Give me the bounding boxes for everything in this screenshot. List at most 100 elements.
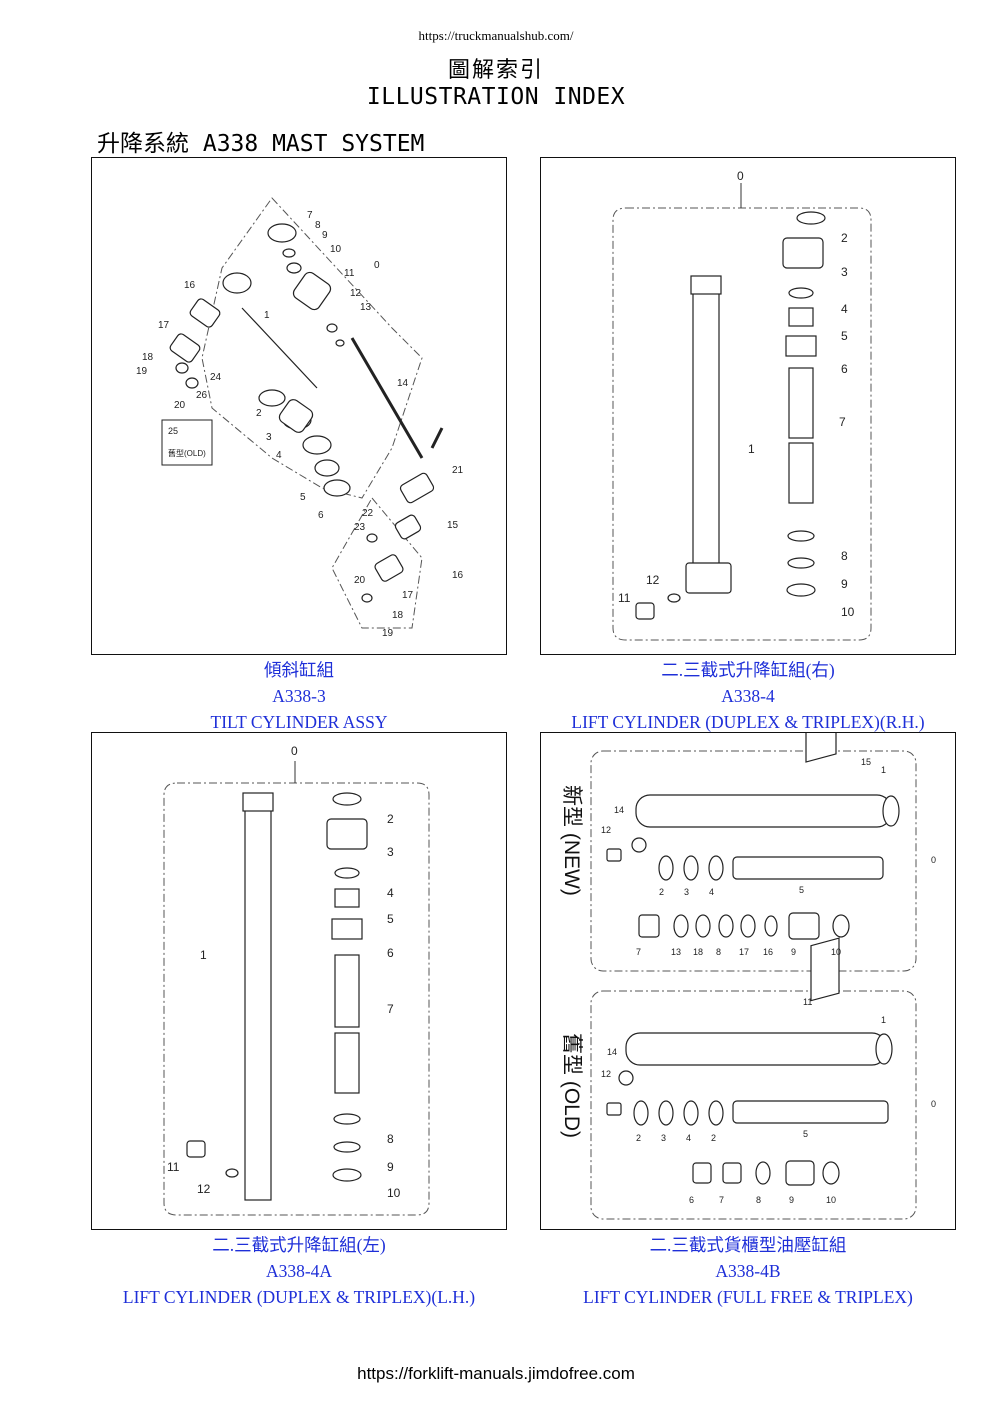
part-label: 7 [719,1195,724,1205]
caption-lift-cylinder-full-free: 二.三截式貨櫃型油壓缸組 A338-4B LIFT CYLINDER (FULL… [540,1232,956,1310]
part-label: 18 [693,947,703,957]
part-label: 11 [167,1160,180,1174]
full-free-part-labels: 1 15 14 12 2 3 4 5 0 7 13 18 8 17 16 9 1… [601,757,936,1205]
part-label: 7 [636,947,641,957]
part-label: 18 [142,352,154,363]
part-label: 14 [607,1047,617,1057]
part-label: 16 [763,947,773,957]
part-label: 6 [841,362,848,376]
caption-code: A338-4B [715,1261,781,1281]
part-label: 19 [136,366,148,377]
part-label: 4 [709,887,714,897]
part-label: 3 [387,845,394,859]
part-label: 10 [831,947,841,957]
old-type-box [161,419,213,466]
part-label: 13 [671,947,681,957]
page-title-chinese: 圖解索引 [447,58,544,83]
part-label: 10 [387,1186,401,1200]
rh-part-labels: 0 1 2 3 4 5 6 7 8 9 10 11 12 [618,169,855,619]
panel-lift-cylinder-rh[interactable]: 0 1 2 3 4 5 6 7 8 9 10 11 12 [540,157,956,655]
part-label: 12 [601,825,611,835]
part-label: 7 [839,415,846,429]
part-label: 20 [354,575,366,586]
source-url-top[interactable]: https://truckmanualshub.com/ [418,28,574,43]
old-type-label: 舊型 (OLD) [560,1033,583,1138]
caption-zh: 二.三截式升降缸組(右) [661,660,835,680]
part-label: 21 [452,465,464,476]
lift-cylinder-lh-diagram: 0 1 2 3 4 5 6 7 8 9 10 11 12 [163,744,430,1216]
part-label: 5 [799,885,804,895]
part-label: 4 [841,302,848,316]
part-label: 12 [646,573,660,587]
full-free-cylinder-diagram: 新型 (NEW) 舊型 (OLD) [560,733,936,1220]
new-type-label: 新型 (NEW) [560,785,583,896]
old-type-note: 舊型(OLD) [168,448,206,458]
part-label: 8 [387,1132,394,1146]
panel-lift-cylinder-full-free[interactable]: 新型 (NEW) 舊型 (OLD) [540,732,956,1230]
caption-lift-cylinder-lh: 二.三截式升降缸組(左) A338-4A LIFT CYLINDER (DUPL… [91,1232,507,1310]
part-label: 3 [841,265,848,279]
part-label: 4 [276,450,282,461]
part-label: 2 [387,812,394,826]
part-label: 1 [200,948,207,962]
part-label: 5 [803,1129,808,1139]
part-label: 25 [168,426,178,436]
part-label: 1 [748,442,755,456]
caption-en: LIFT CYLINDER (FULL FREE & TRIPLEX) [583,1287,913,1307]
part-label: 10 [330,244,342,255]
part-label: 0 [931,1099,936,1109]
part-label: 15 [447,520,459,531]
part-label: 9 [789,1195,794,1205]
part-label: 11 [618,591,631,605]
part-label: 1 [264,310,270,321]
part-label: 19 [382,628,394,639]
part-label: 0 [374,260,380,271]
part-label: 1 [881,1015,886,1025]
tilt-cylinder-diagram: 25 舊型(OLD) 0 1 2 3 4 5 6 7 8 9 10 11 12 … [136,197,464,639]
part-label: 5 [841,329,848,343]
caption-zh: 傾斜缸組 [264,660,334,680]
page-title-english: ILLUSTRATION INDEX [366,84,626,110]
part-label: 2 [659,887,664,897]
part-label: 12 [350,288,362,299]
part-label: 8 [315,220,321,231]
part-label: 7 [307,210,313,221]
part-label: 11 [803,997,812,1007]
part-label: 9 [322,230,328,241]
part-label: 17 [158,320,170,331]
part-label: 9 [387,1160,394,1174]
caption-code: A338-3 [272,686,326,706]
source-url-bottom[interactable]: https://forklift-manuals.jimdofree.com [357,1364,635,1383]
part-label: 5 [300,492,306,503]
part-label: 2 [636,1133,641,1143]
part-label: 7 [387,1002,394,1016]
part-label: 22 [362,508,374,519]
part-label: 14 [397,378,409,389]
caption-code: A338-4 [721,686,775,706]
part-label: 2 [256,408,262,419]
caption-zh: 二.三截式貨櫃型油壓缸組 [649,1235,847,1255]
part-label: 17 [402,590,414,601]
part-label: 2 [841,231,848,245]
part-label: 0 [737,169,744,183]
panel-lift-cylinder-lh[interactable]: 0 1 2 3 4 5 6 7 8 9 10 11 12 [91,732,507,1230]
part-label: 24 [210,372,222,383]
part-label: 1 [881,765,886,775]
part-label: 15 [861,757,871,767]
lift-cylinder-rh-diagram: 0 1 2 3 4 5 6 7 8 9 10 11 12 [612,169,872,641]
part-label: 20 [174,400,186,411]
caption-code: A338-4A [265,1261,333,1281]
part-label: 4 [387,886,394,900]
part-label: 0 [291,744,298,758]
part-label: 10 [841,605,855,619]
part-label: 18 [392,610,404,621]
part-label: 26 [196,390,208,401]
part-label: 8 [716,947,721,957]
part-label: 2 [711,1133,716,1143]
part-label: 9 [841,577,848,591]
part-label: 16 [184,280,196,291]
caption-lift-cylinder-rh: 二.三截式升降缸組(右) A338-4 LIFT CYLINDER (DUPLE… [540,657,956,735]
caption-zh: 二.三截式升降缸組(左) [212,1235,386,1255]
panel-tilt-cylinder[interactable]: 25 舊型(OLD) 0 1 2 3 4 5 6 7 8 9 10 11 12 … [91,157,507,655]
part-label: 11 [344,268,355,279]
